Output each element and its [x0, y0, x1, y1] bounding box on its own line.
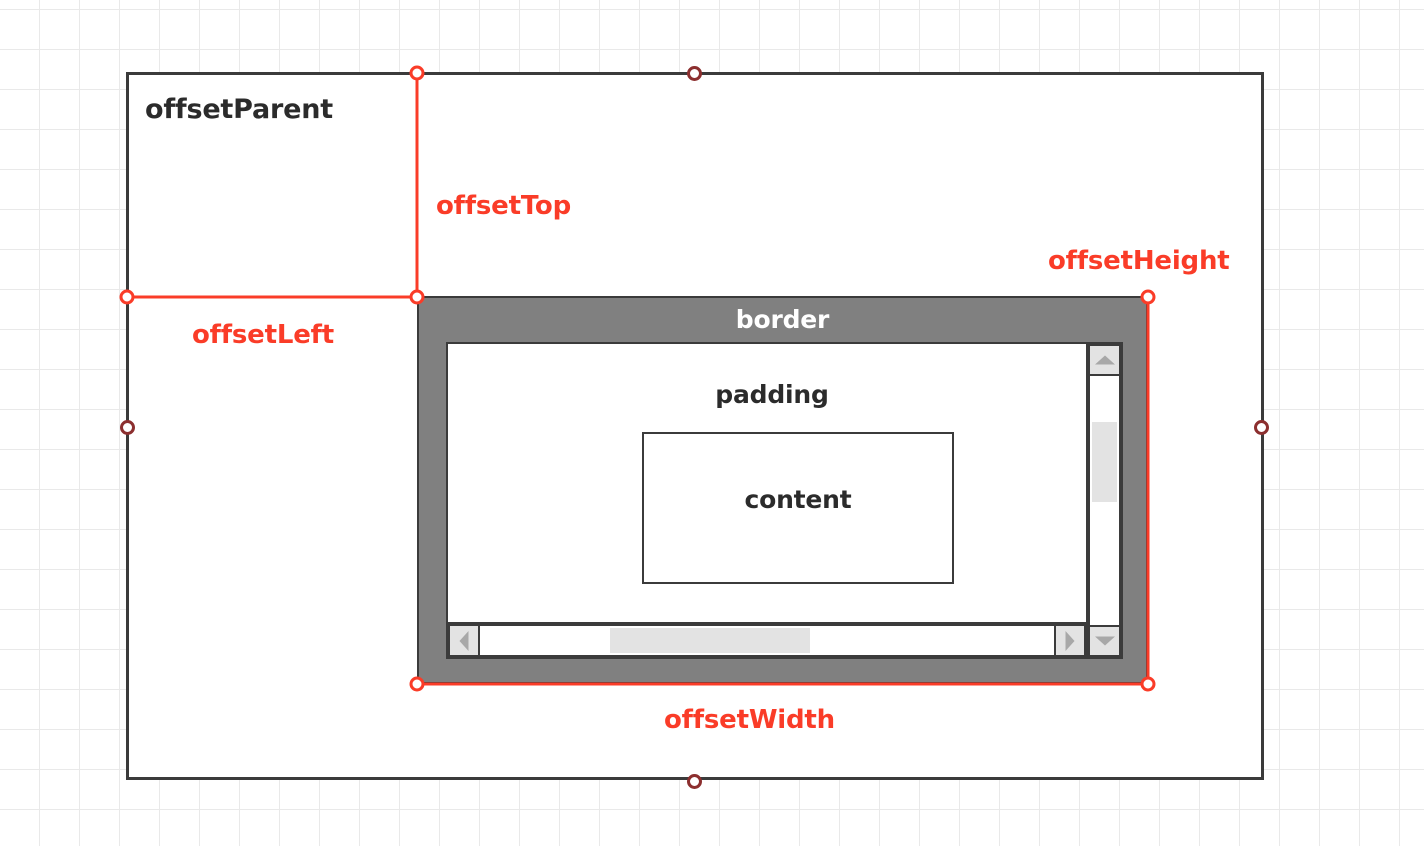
vertical-scrollbar-thumb[interactable] — [1092, 422, 1117, 502]
offset-height-label: offsetHeight — [1048, 246, 1230, 276]
scroll-left-button[interactable] — [448, 624, 480, 657]
selection-handle-left[interactable] — [120, 420, 135, 435]
offset-left-label: offsetLeft — [192, 320, 334, 350]
horizontal-scrollbar-track[interactable] — [480, 624, 1054, 657]
selection-handle-right[interactable] — [1254, 420, 1269, 435]
triangle-left-icon — [459, 630, 469, 651]
triangle-down-icon — [1094, 636, 1115, 646]
vertical-scrollbar[interactable] — [1086, 344, 1121, 657]
selection-handle-bottom[interactable] — [687, 774, 702, 789]
scroll-right-button[interactable] — [1054, 624, 1086, 657]
triangle-up-icon — [1094, 355, 1115, 365]
horizontal-scrollbar[interactable] — [448, 622, 1086, 657]
offset-parent-label: offsetParent — [145, 94, 333, 125]
padding-label: padding — [715, 380, 829, 409]
triangle-right-icon — [1065, 630, 1075, 651]
selection-handle-top[interactable] — [687, 66, 702, 81]
offset-top-label: offsetTop — [436, 191, 571, 221]
element-padding-box: padding content — [446, 342, 1123, 659]
border-label: border — [735, 305, 830, 334]
scroll-down-button[interactable] — [1088, 625, 1121, 657]
scroll-up-button[interactable] — [1088, 344, 1121, 376]
element-content-box: content — [642, 432, 954, 584]
offset-width-label: offsetWidth — [664, 705, 835, 735]
horizontal-scrollbar-thumb[interactable] — [610, 628, 810, 653]
vertical-scrollbar-track[interactable] — [1088, 376, 1121, 625]
content-label: content — [744, 485, 852, 514]
element-border-box[interactable]: border padding content — [417, 296, 1148, 684]
